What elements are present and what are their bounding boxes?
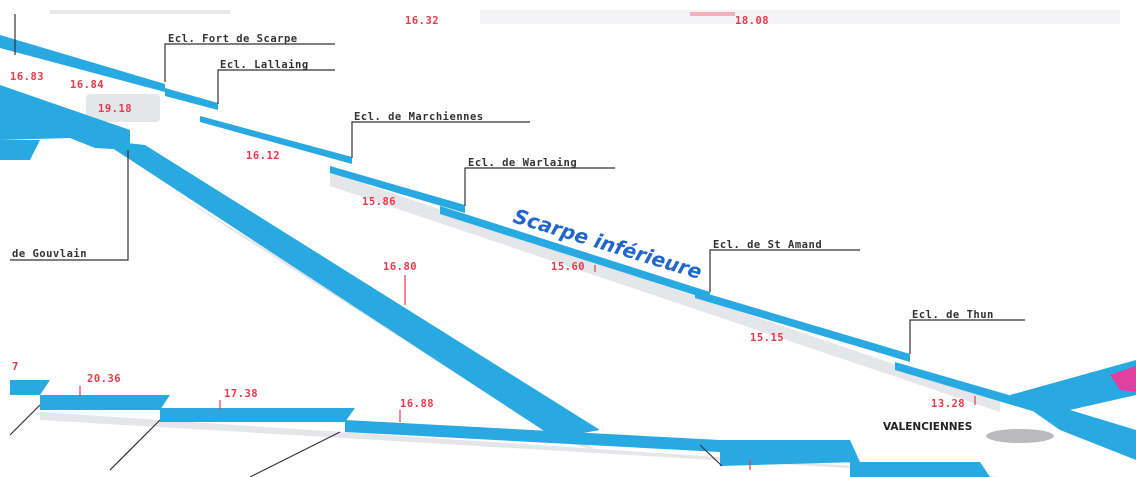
lead-stamand xyxy=(709,249,860,292)
left-block-small xyxy=(0,140,40,160)
elevation-label: 16.84 xyxy=(70,79,104,91)
lead-lallaing xyxy=(217,69,335,104)
elevation-label: 16.88 xyxy=(400,398,434,410)
lower-step-5 xyxy=(720,440,860,466)
pink-feature xyxy=(1110,366,1136,392)
elevation-label: 15.86 xyxy=(362,196,396,208)
lower-step-2 xyxy=(40,395,170,410)
header-band-left xyxy=(50,10,230,14)
elevation-label: 16.12 xyxy=(246,150,280,162)
river-shadow xyxy=(330,172,1000,412)
elevation-label: 16.80 xyxy=(383,261,417,273)
elevation-label: 17.38 xyxy=(224,388,258,400)
lower-step-3 xyxy=(160,408,355,422)
arrow-lower-3 xyxy=(249,431,341,477)
lead-warlaing xyxy=(464,167,615,206)
lead-thun xyxy=(909,319,1025,354)
left-block xyxy=(0,85,130,150)
lock-label-marchiennes: Ecl. de Marchiennes xyxy=(354,111,484,123)
lock-label-warlaing: Ecl. de Warlaing xyxy=(468,157,577,169)
arrow-lower-2 xyxy=(109,419,161,471)
elevation-label: 16.83 xyxy=(10,71,44,83)
arrow-lower-4 xyxy=(699,444,723,467)
lock-label-lallaing: Ecl. Lallaing xyxy=(220,59,309,71)
label-bg-elev xyxy=(86,94,160,122)
lower-step-6 xyxy=(850,462,990,477)
lock-label-stamand: Ecl. de St Amand xyxy=(713,239,822,251)
river-step-warlaing xyxy=(330,166,465,213)
elevation-label: 15.15 xyxy=(750,332,784,344)
elevation-label: 19.18 xyxy=(98,103,132,115)
header-left-value: 16.32 xyxy=(405,15,439,27)
lower-step-1 xyxy=(10,380,50,395)
header-red-mark xyxy=(690,12,735,16)
lead-marchiennes xyxy=(351,121,530,158)
header-right-value: 18.08 xyxy=(735,15,769,27)
river-step-stamand xyxy=(440,206,710,300)
river-step-marchiennes xyxy=(200,116,352,164)
elevation-label: 15.60 xyxy=(551,261,585,273)
lock-label-thun: Ecl. de Thun xyxy=(912,309,994,321)
canal-diagonal xyxy=(100,140,600,438)
river-step-thun xyxy=(695,290,910,362)
lower-step-4 xyxy=(345,420,720,452)
canal-label-gouvlain: de Gouvlain xyxy=(12,248,87,260)
lead-gouvlain xyxy=(10,150,129,261)
junction-right xyxy=(1010,360,1136,460)
arrow-lower-1 xyxy=(9,404,41,436)
elevation-label: 20.36 xyxy=(87,373,121,385)
header-band-right xyxy=(480,10,1120,24)
lock-label-fort-scarpe: Ecl. Fort de Scarpe xyxy=(168,33,298,45)
elevation-label: 13.28 xyxy=(931,398,965,410)
lead-fort-scarpe xyxy=(164,43,335,82)
river-upper-left xyxy=(0,35,165,92)
river-upper-step2 xyxy=(165,88,218,110)
city-label-valenciennes: VALENCIENNES xyxy=(883,421,972,433)
city-marker xyxy=(986,429,1054,443)
elevation-label: 7 xyxy=(12,361,19,373)
